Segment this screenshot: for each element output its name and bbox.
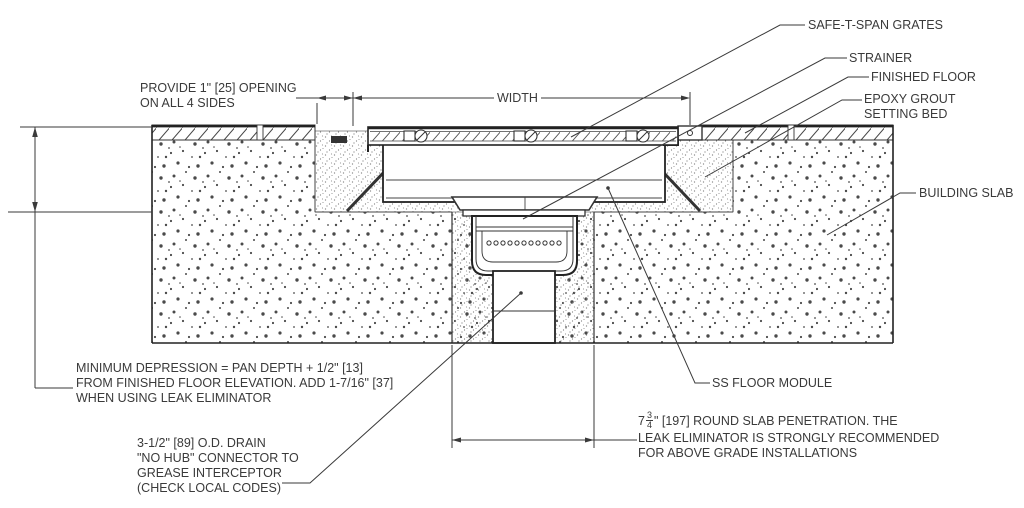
label-ss-floor-module: SS FLOOR MODULE — [712, 376, 833, 390]
grout-fillets — [345, 168, 702, 213]
label-strainer: STRAINER — [849, 51, 913, 65]
label-finished-floor: FINISHED FLOOR — [871, 70, 976, 84]
leader-grates — [570, 24, 805, 138]
label-building-slab: BUILDING SLAB — [919, 186, 1014, 200]
slab-outline — [151, 125, 894, 344]
fraction-whole: 7 — [638, 414, 645, 428]
drain-pipe — [492, 270, 556, 344]
note-provide-opening: PROVIDE 1" [25] OPENING ON ALL 4 SIDES — [140, 81, 297, 111]
dimensions-and-leaders — [8, 24, 916, 484]
note-minimum-depression: MINIMUM DEPRESSION = PAN DEPTH + 1/2" [1… — [76, 361, 393, 406]
note-line: "NO HUB" CONNECTOR TO — [137, 451, 299, 465]
leader-finished-floor — [744, 76, 869, 134]
safe-t-span-grate — [367, 126, 679, 152]
grate-lock-icon — [403, 129, 428, 143]
grate-lock-icon — [513, 129, 538, 143]
note-line: FOR ABOVE GRADE INSTALLATIONS — [638, 446, 858, 460]
finished-floor-right — [699, 124, 894, 141]
note-line: (CHECK LOCAL CODES) — [137, 481, 282, 495]
note-line: LEAK ELIMINATOR IS STRONGLY RECOMMENDED — [638, 431, 940, 445]
label-line: SETTING BED — [864, 107, 948, 121]
leader-strainer — [522, 57, 847, 220]
label-safe-t-span-grates: SAFE-T-SPAN GRATES — [808, 18, 943, 32]
note-drain-connector: 3-1/2" [89] O.D. DRAIN "NO HUB" CONNECTO… — [137, 436, 299, 496]
leader-drain-connector — [282, 292, 522, 484]
note-line: MINIMUM DEPRESSION = PAN DEPTH + 1/2" [1… — [76, 361, 363, 375]
strainer-perforations — [486, 240, 562, 246]
finished-floor-left — [151, 124, 316, 141]
note-line-rest: " [197] ROUND SLAB PENETRATION. THE — [653, 414, 898, 428]
fraction-numerator: 3 — [645, 410, 653, 421]
note-line: WHEN USING LEAK ELIMINATOR — [76, 391, 272, 405]
note-line: ON ALL 4 SIDES — [140, 96, 235, 110]
note-line: PROVIDE 1" [25] OPENING — [140, 81, 297, 95]
leader-ss-floor-module — [607, 187, 710, 384]
note-line: 3-1/2" [89] O.D. DRAIN — [137, 436, 266, 450]
width-dimension-label: WIDTH — [494, 91, 541, 106]
drain-module — [450, 196, 599, 276]
leader-epoxy-grout — [704, 99, 862, 178]
grate-lock-icon — [625, 129, 650, 143]
note-line: GREASE INTERCEPTOR — [137, 466, 282, 480]
label-line: EPOXY GROUT — [864, 92, 956, 106]
label-epoxy-grout: EPOXY GROUT SETTING BED — [864, 92, 955, 122]
fraction-denominator: 4 — [646, 420, 652, 430]
leader-building-slab — [826, 192, 916, 236]
note-line: FROM FINISHED FLOOR ELEVATION. ADD 1-7/1… — [76, 376, 394, 390]
building-slab-section — [152, 140, 893, 343]
